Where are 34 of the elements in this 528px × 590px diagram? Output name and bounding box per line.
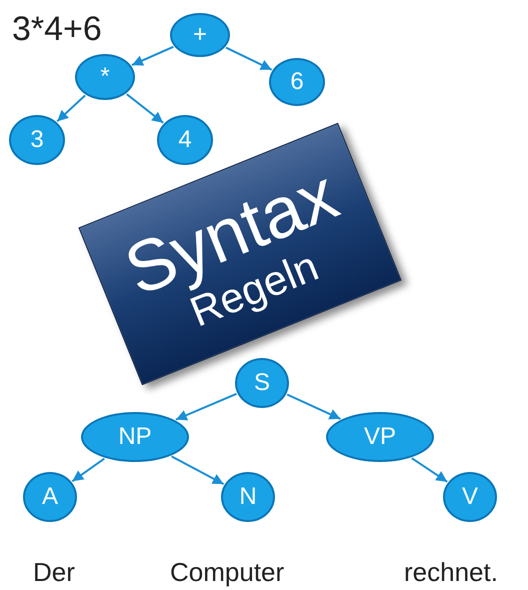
tree-node bbox=[221, 472, 275, 522]
arrow bbox=[132, 46, 174, 66]
word-label: Computer bbox=[170, 556, 284, 589]
node-label: V bbox=[462, 485, 478, 509]
node-label: 4 bbox=[178, 128, 192, 152]
node-label: VP bbox=[364, 425, 396, 449]
arrow bbox=[411, 457, 448, 483]
node-label: 6 bbox=[290, 70, 304, 94]
arrow bbox=[286, 394, 341, 420]
tree-node bbox=[75, 54, 135, 100]
tree-node bbox=[9, 115, 65, 165]
arrow bbox=[226, 46, 272, 71]
tree-node bbox=[170, 13, 230, 57]
expression-text: 3*4+6 bbox=[12, 9, 102, 50]
node-label: A bbox=[42, 485, 58, 509]
node-label: S bbox=[254, 371, 270, 395]
tree-node bbox=[157, 115, 213, 165]
tree-node bbox=[81, 412, 189, 462]
tree-node bbox=[235, 358, 289, 408]
word-label: rechnet. bbox=[404, 556, 498, 589]
tree-node bbox=[443, 472, 497, 522]
word-label: Der bbox=[33, 556, 75, 589]
arrow bbox=[176, 392, 237, 421]
arrow bbox=[56, 94, 86, 122]
node-label: * bbox=[100, 65, 110, 89]
arrow bbox=[72, 458, 105, 482]
node-label: + bbox=[192, 23, 207, 47]
node-label: N bbox=[239, 485, 257, 509]
tree-node bbox=[23, 472, 77, 522]
node-label: NP bbox=[118, 425, 152, 449]
node-label: 3 bbox=[30, 128, 44, 152]
arrow bbox=[171, 456, 224, 485]
arrow bbox=[126, 93, 164, 124]
tree-node bbox=[269, 58, 325, 106]
